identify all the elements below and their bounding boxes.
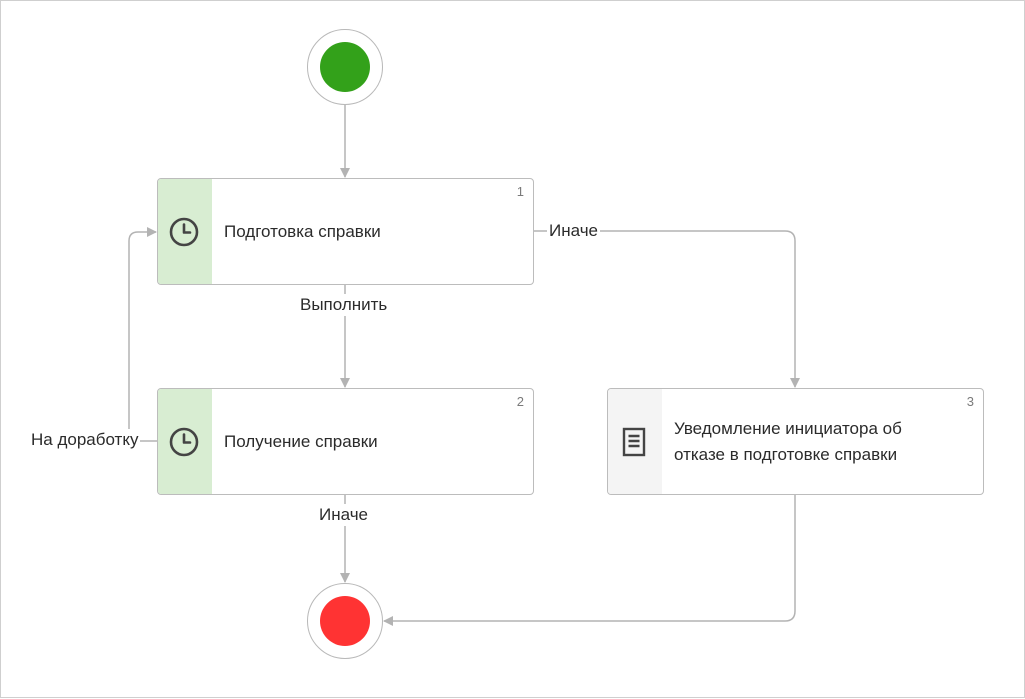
connector-task1-to-task3[interactable] [534, 230, 800, 388]
start-event[interactable] [307, 29, 383, 105]
connector-task2-to-task1[interactable] [128, 227, 157, 442]
task-title: Уведомление инициатора об отказе в подго… [674, 418, 902, 464]
task-number: 2 [516, 394, 524, 409]
end-event[interactable] [307, 583, 383, 659]
task-type-strip [158, 179, 212, 284]
task-poluchenie-spravki[interactable]: 2 Получение справки [157, 388, 534, 495]
transition-label-inache-task1: Иначе [547, 220, 600, 242]
task-podgotovka-spravki[interactable]: 1 Подготовка справки [157, 178, 534, 285]
clock-icon [169, 217, 199, 246]
task-type-strip [608, 389, 662, 494]
task-number: 3 [966, 394, 974, 409]
clock-icon [169, 427, 199, 456]
end-event-circle [320, 596, 370, 646]
task-uvedomlenie-iniciatora[interactable]: 3 Уведомление инициатора об отказе в под… [607, 388, 984, 495]
start-event-circle [320, 42, 370, 92]
task-title: Подготовка справки [224, 221, 381, 241]
transition-label-inache-task2: Иначе [319, 504, 368, 526]
document-icon [622, 427, 646, 456]
transition-label-vypolnit: Выполнить [300, 294, 388, 316]
task-title: Получение справки [224, 431, 378, 451]
transition-label-na-dorabotku: На доработку [31, 429, 141, 451]
task-number: 1 [516, 184, 524, 199]
task-type-strip [158, 389, 212, 494]
connector-task3-to-end[interactable] [383, 495, 796, 626]
